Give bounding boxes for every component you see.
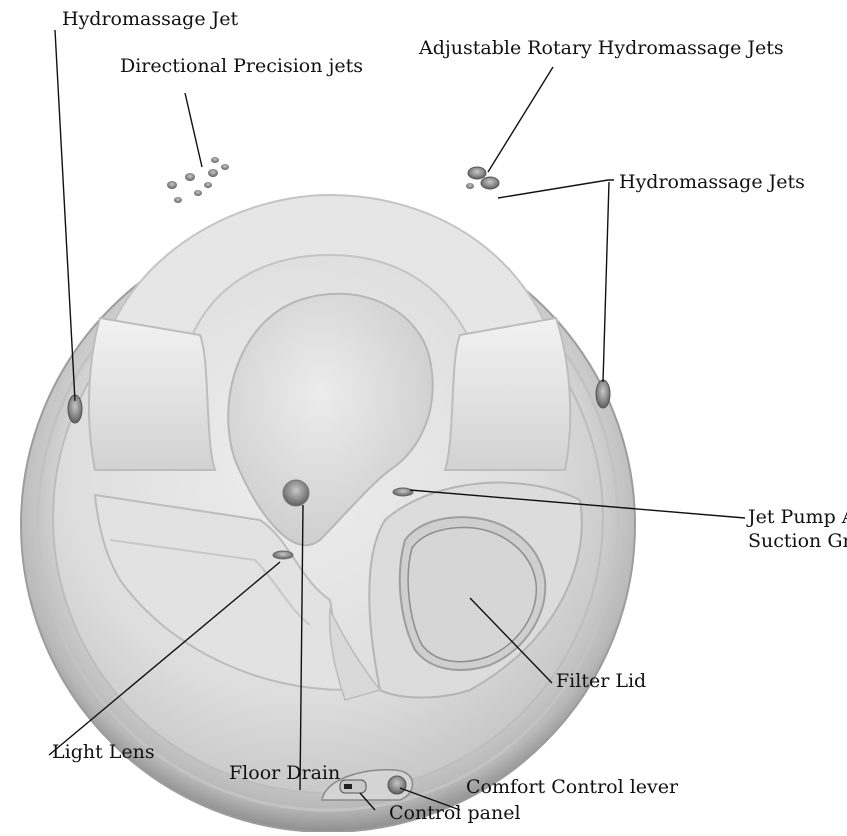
label-jet-pump-line1: Jet Pump Anti- [748,506,847,528]
right-seat [445,318,570,470]
leader-hydromassage-jet [55,30,75,401]
light-lens [273,551,293,559]
comfort-control-lever [388,776,406,794]
label-jet-pump-line2: Suction Grill [748,530,847,552]
label-adjustable-rotary-jets: Adjustable Rotary Hydromassage Jets [419,37,784,59]
jet-pump-anti-suction-grill [393,488,413,496]
label-light-lens: Light Lens [52,741,155,763]
hydromassage-jet-right [596,380,610,408]
label-hydromassage-jets: Hydromassage Jets [619,171,805,193]
floor-drain [283,480,309,506]
label-control-panel: Control panel [389,802,521,824]
label-floor-drain: Floor Drain [229,762,340,784]
label-directional-precision-jets: Directional Precision jets [120,55,363,77]
directional-precision-jets [167,157,229,203]
adjustable-rotary-jets [466,167,499,189]
label-hydromassage-jet: Hydromassage Jet [62,8,238,30]
left-seat [89,318,215,470]
leader-rotary-jets [488,67,553,172]
leader-directional-jets [185,93,202,167]
leader-hydromassage-jets [498,180,614,198]
leader-hydromassage-jets-right [603,182,609,382]
label-comfort-control-lever: Comfort Control lever [466,776,678,798]
label-filter-lid: Filter Lid [556,670,646,692]
